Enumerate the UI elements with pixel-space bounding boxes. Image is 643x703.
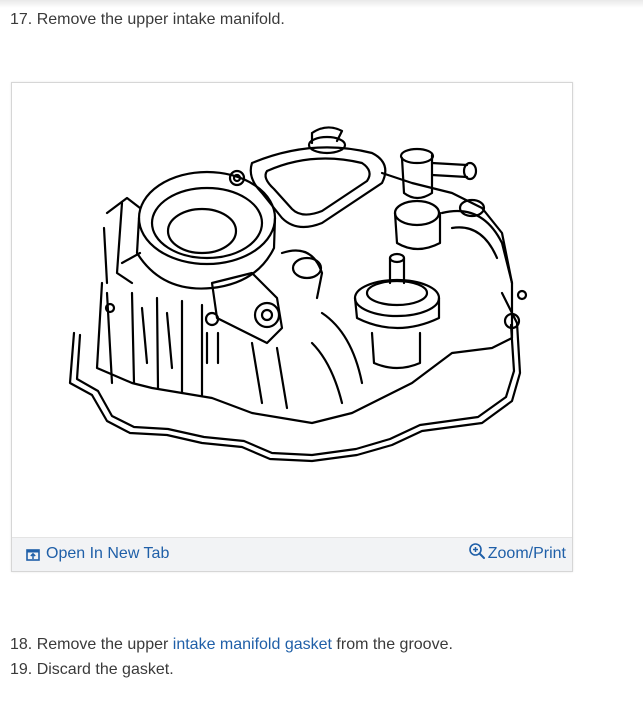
open-in-new-tab-link[interactable]: Open In New Tab (26, 545, 169, 563)
zoom-in-icon (468, 543, 485, 559)
intake-manifold-gasket-link[interactable]: intake manifold gasket (172, 636, 332, 653)
step-18-suffix: from the groove. (331, 636, 453, 653)
zoom-print-label: Zoom/Print (487, 545, 566, 562)
step-19-text: 19. Discard the gasket. (10, 661, 174, 678)
zoom-print-link[interactable]: Zoom/Print (468, 542, 566, 562)
step-18-text: 18. Remove the upper intake manifold gas… (10, 635, 453, 655)
figure-toolbar: Open In New Tab Zoom/Print (12, 537, 572, 571)
step-17-text: 17. Remove the upper intake manifold. (10, 11, 285, 28)
step-18-prefix: 18. Remove the upper (10, 636, 173, 653)
intake-manifold-diagram[interactable] (12, 83, 572, 538)
open-in-new-tab-label: Open In New Tab (46, 545, 170, 562)
top-divider (0, 0, 643, 8)
open-new-tab-icon (26, 548, 40, 561)
figure-container: Open In New Tab Zoom/Print (11, 82, 573, 572)
